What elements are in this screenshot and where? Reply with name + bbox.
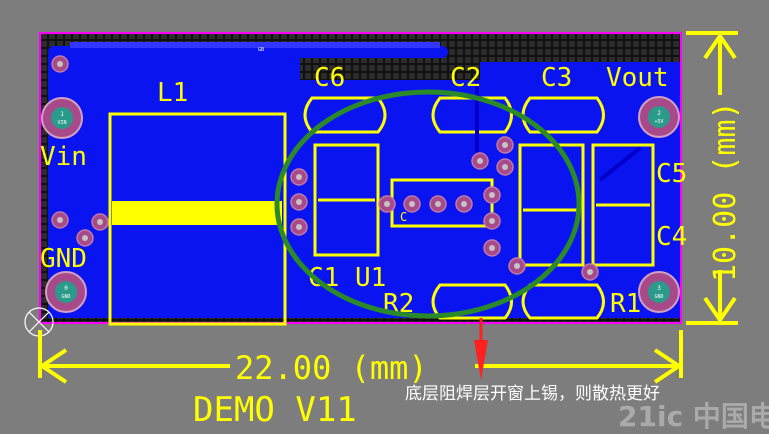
terminal-pad-gnd2-number: 3 <box>657 285 661 292</box>
width-dimension <box>38 330 683 384</box>
u1-pin1-mark: C <box>400 210 407 224</box>
terminal-pad-gnd[interactable]: 0 GND <box>45 271 87 313</box>
terminal-pad-vin-net: VIN <box>57 120 66 126</box>
traces <box>475 80 642 182</box>
height-dimension-label: 10.00 (mm) <box>708 101 743 282</box>
terminal-pad-vout[interactable]: 2 +5V <box>638 96 680 138</box>
designator-l1: L1 <box>157 78 188 108</box>
designator-c1-u1: C1 U1 <box>308 263 386 293</box>
terminal-pad-vout-number: 2 <box>657 110 661 117</box>
terminal-pad-vout-net: +5V <box>654 119 663 125</box>
designator-vin: Vin <box>40 142 87 172</box>
copper-pour <box>48 46 680 318</box>
annotation-text: 底层阻焊层开窗上锡，则散热更好 <box>405 384 660 404</box>
inductor-body-band <box>112 201 282 225</box>
silkscreen-outlines <box>108 96 655 326</box>
terminal-pad-gnd-net: GND <box>61 294 70 300</box>
terminal-pad-vin-number: 1 <box>60 111 64 118</box>
designator-c6: C6 <box>314 63 345 93</box>
watermark-logo: 21ic 中国电子网 <box>618 400 769 433</box>
terminal-pad-gnd-number: 0 <box>64 285 68 292</box>
designator-c3: C3 <box>541 63 572 93</box>
designator-c4: C4 <box>656 222 687 252</box>
trace-net-label: GB <box>258 47 264 53</box>
designator-r1: R1 <box>610 289 641 319</box>
pad-holes <box>57 61 593 275</box>
annotation-circle <box>274 89 582 319</box>
designator-c5: C5 <box>656 159 687 189</box>
designator-vout: Vout <box>606 63 669 93</box>
terminal-pad-vin[interactable]: 1 VIN <box>41 97 83 139</box>
terminal-pad-gnd2[interactable]: 3 GND <box>638 271 680 313</box>
designator-c2: C2 <box>450 63 481 93</box>
terminal-pad-gnd2-net: GND <box>654 294 663 300</box>
board-version-label: DEMO V11 <box>193 390 357 430</box>
designator-gnd: GND <box>40 244 87 274</box>
annotation-arrow-icon <box>474 318 488 380</box>
height-dimension <box>686 31 738 325</box>
width-dimension-label: 22.00 (mm) <box>235 349 428 387</box>
